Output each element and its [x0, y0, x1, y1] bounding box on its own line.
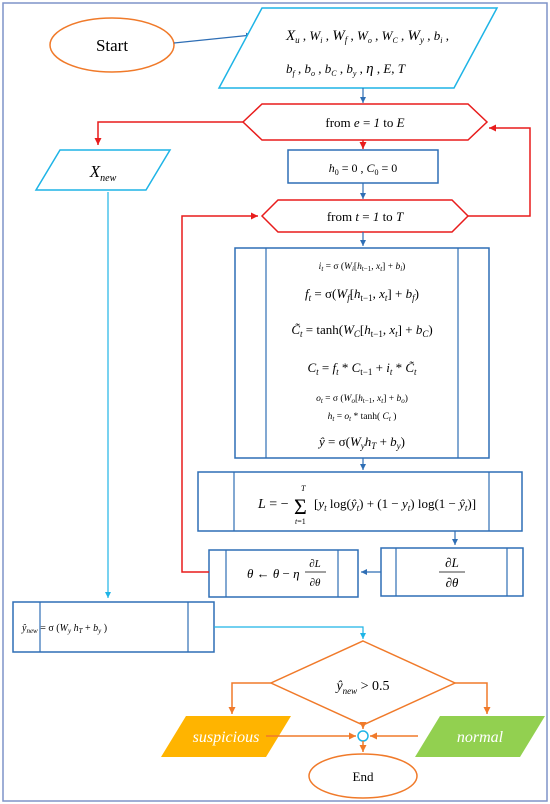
init-state-node	[287, 149, 439, 184]
eq-cell-state: Ct = ft * Ct−1 + it * C̃t	[307, 360, 417, 377]
arrow-epoch-xnew	[94, 121, 243, 145]
time-loop-node	[260, 199, 470, 233]
normal-node	[415, 716, 545, 757]
svg-text:θ ← θ − η: θ ← θ − η	[247, 566, 300, 581]
update-node	[208, 549, 359, 598]
svg-text:∂θ: ∂θ	[310, 577, 321, 589]
arrow-update-time-return	[181, 212, 258, 573]
svg-text:[yt log(ŷt) + (1 − yt) log(1 −: [yt log(ŷt) + (1 − yt) log(1 − ŷt)]	[314, 496, 476, 513]
gradient-formula: ∂L ∂θ	[439, 555, 465, 590]
svg-text:∂θ: ∂θ	[446, 575, 459, 590]
time-loop-label: from t = 1 to T	[327, 209, 404, 224]
eq-candidate: C̃t = tanh(WC[ht−1, xt] + bC)	[291, 322, 432, 339]
inputs-line-2: bf , bo , bC , by , η , E, T	[286, 61, 406, 78]
arrow-start-inputs	[173, 32, 253, 44]
svg-text:t=1: t=1	[295, 517, 306, 526]
arrow-decision-suspicious	[228, 682, 271, 714]
end-label: End	[353, 769, 374, 784]
eq-hidden-state: ht = ot * tanh( Ct )	[328, 411, 397, 423]
start-label: Start	[96, 36, 128, 55]
update-formula: θ ← θ − η ∂L ∂θ	[247, 558, 326, 589]
svg-text:L = −: L = −	[257, 497, 289, 512]
eq-output: ŷ = σ(WyhT + by)	[317, 434, 405, 451]
end-node	[308, 753, 418, 799]
svg-text:∂L: ∂L	[309, 558, 321, 570]
loss-formula: L = − Σ T t=1 [yt log(ŷt) + (1 − yt) log…	[257, 484, 476, 526]
predict-formula: ŷnew = σ (Wy hT + by )	[21, 623, 107, 635]
arrow-decision-normal	[455, 682, 491, 714]
normal-label: normal	[457, 729, 504, 746]
eq-input-gate: it = σ (Wi[ht−1, xt] + bi)	[319, 261, 406, 273]
loss-node	[197, 471, 523, 532]
eq-output-gate: ot = σ (Wo[ht−1, xt] + bo)	[316, 393, 408, 405]
svg-text:T: T	[301, 484, 306, 493]
arrow-predict-decision	[214, 626, 366, 639]
start-node	[49, 17, 175, 73]
inputs-line-1: Xu , Wi , Wf , Wo , WC , Wy , bi ,	[285, 28, 449, 45]
svg-text:Σ: Σ	[294, 494, 307, 519]
arrow-time-epoch-return	[468, 124, 531, 217]
epoch-loop-label: from e = 1 to E	[325, 115, 404, 130]
x-new-label: Xnew	[89, 162, 117, 184]
junction-circle	[357, 730, 369, 742]
eq-forget-gate: ft = σ(Wf[ht−1, xt] + bf)	[305, 286, 419, 303]
lstm-cell-node	[234, 247, 490, 459]
x-new-node	[34, 149, 172, 191]
decision-label: ŷnew > 0.5	[334, 679, 389, 696]
svg-text:∂L: ∂L	[445, 555, 459, 570]
inputs-node	[217, 7, 499, 89]
suspicious-node	[161, 716, 291, 757]
suspicious-label: suspicious	[193, 729, 260, 746]
init-state-label: h0 = 0 , C0 = 0	[329, 161, 398, 177]
